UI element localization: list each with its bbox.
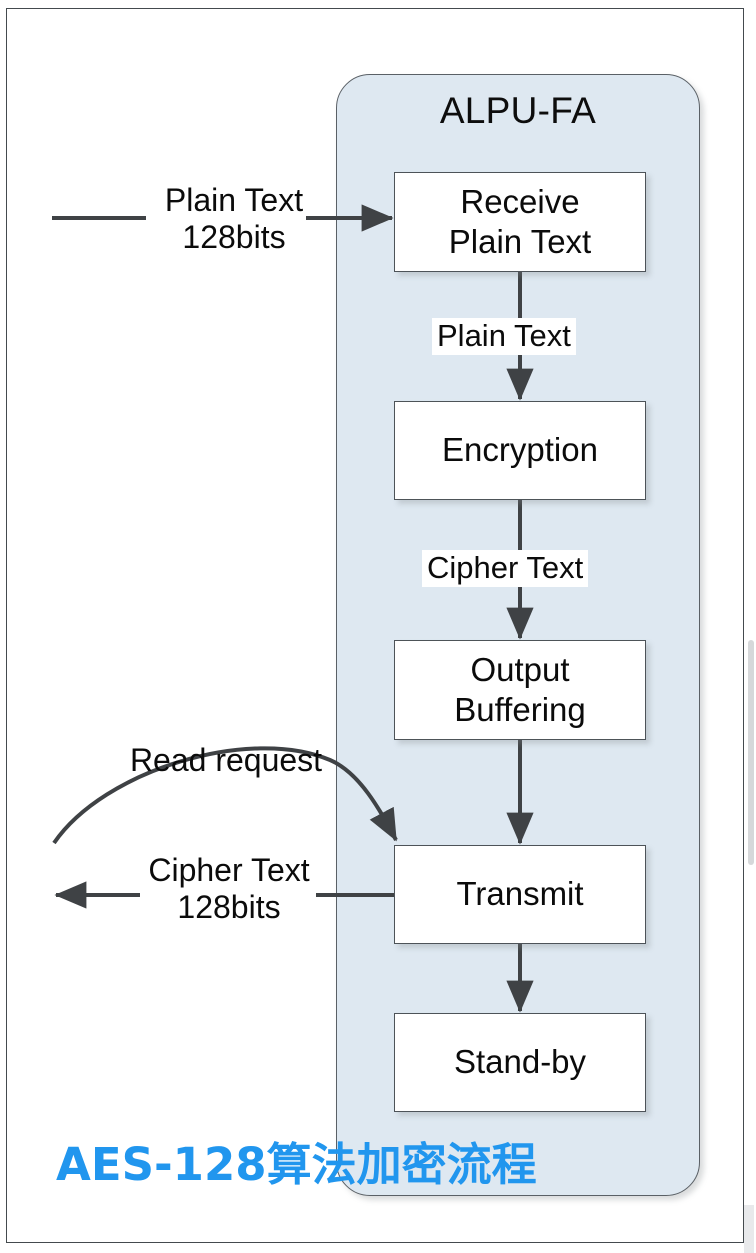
box-standby-line1: Stand-by	[453, 1043, 587, 1081]
box-stand-by[interactable]: Stand-by	[394, 1013, 646, 1112]
box-output-line2: Buffering	[454, 691, 586, 728]
edge-label-cipher-text: Cipher Text	[422, 550, 589, 587]
box-output-line1: Output	[470, 650, 570, 688]
box-output-buffering[interactable]: Output Buffering	[394, 640, 646, 740]
box-receive-line1: Receive	[460, 182, 580, 220]
box-transmit-line1: Transmit	[456, 875, 584, 913]
box-encryption-line1: Encryption	[442, 431, 598, 469]
label-output-line1: Cipher Text	[148, 852, 310, 888]
label-input-line1: Plain Text	[164, 182, 304, 218]
box-receive-plain-text[interactable]: Receive Plain Text	[394, 172, 646, 272]
alpu-fa-title: ALPU-FA	[439, 90, 597, 131]
label-output-cipher-text: Cipher Text 128bits	[120, 852, 338, 926]
box-transmit[interactable]: Transmit	[394, 845, 646, 944]
label-read-request: Read request	[129, 742, 323, 778]
edge-label-plain-text: Plain Text	[432, 318, 576, 355]
caption-chinese: AES-128算法加密流程	[56, 1138, 537, 1191]
edge-artifact-upper	[748, 640, 754, 865]
label-input-plain-text: Plain Text 128bits	[138, 182, 330, 256]
label-input-line2: 128bits	[182, 218, 286, 255]
box-receive-line2: Plain Text	[448, 223, 592, 260]
label-output-line2: 128bits	[177, 888, 281, 925]
box-encryption[interactable]: Encryption	[394, 401, 646, 500]
edge-artifact-lower	[744, 1205, 754, 1253]
